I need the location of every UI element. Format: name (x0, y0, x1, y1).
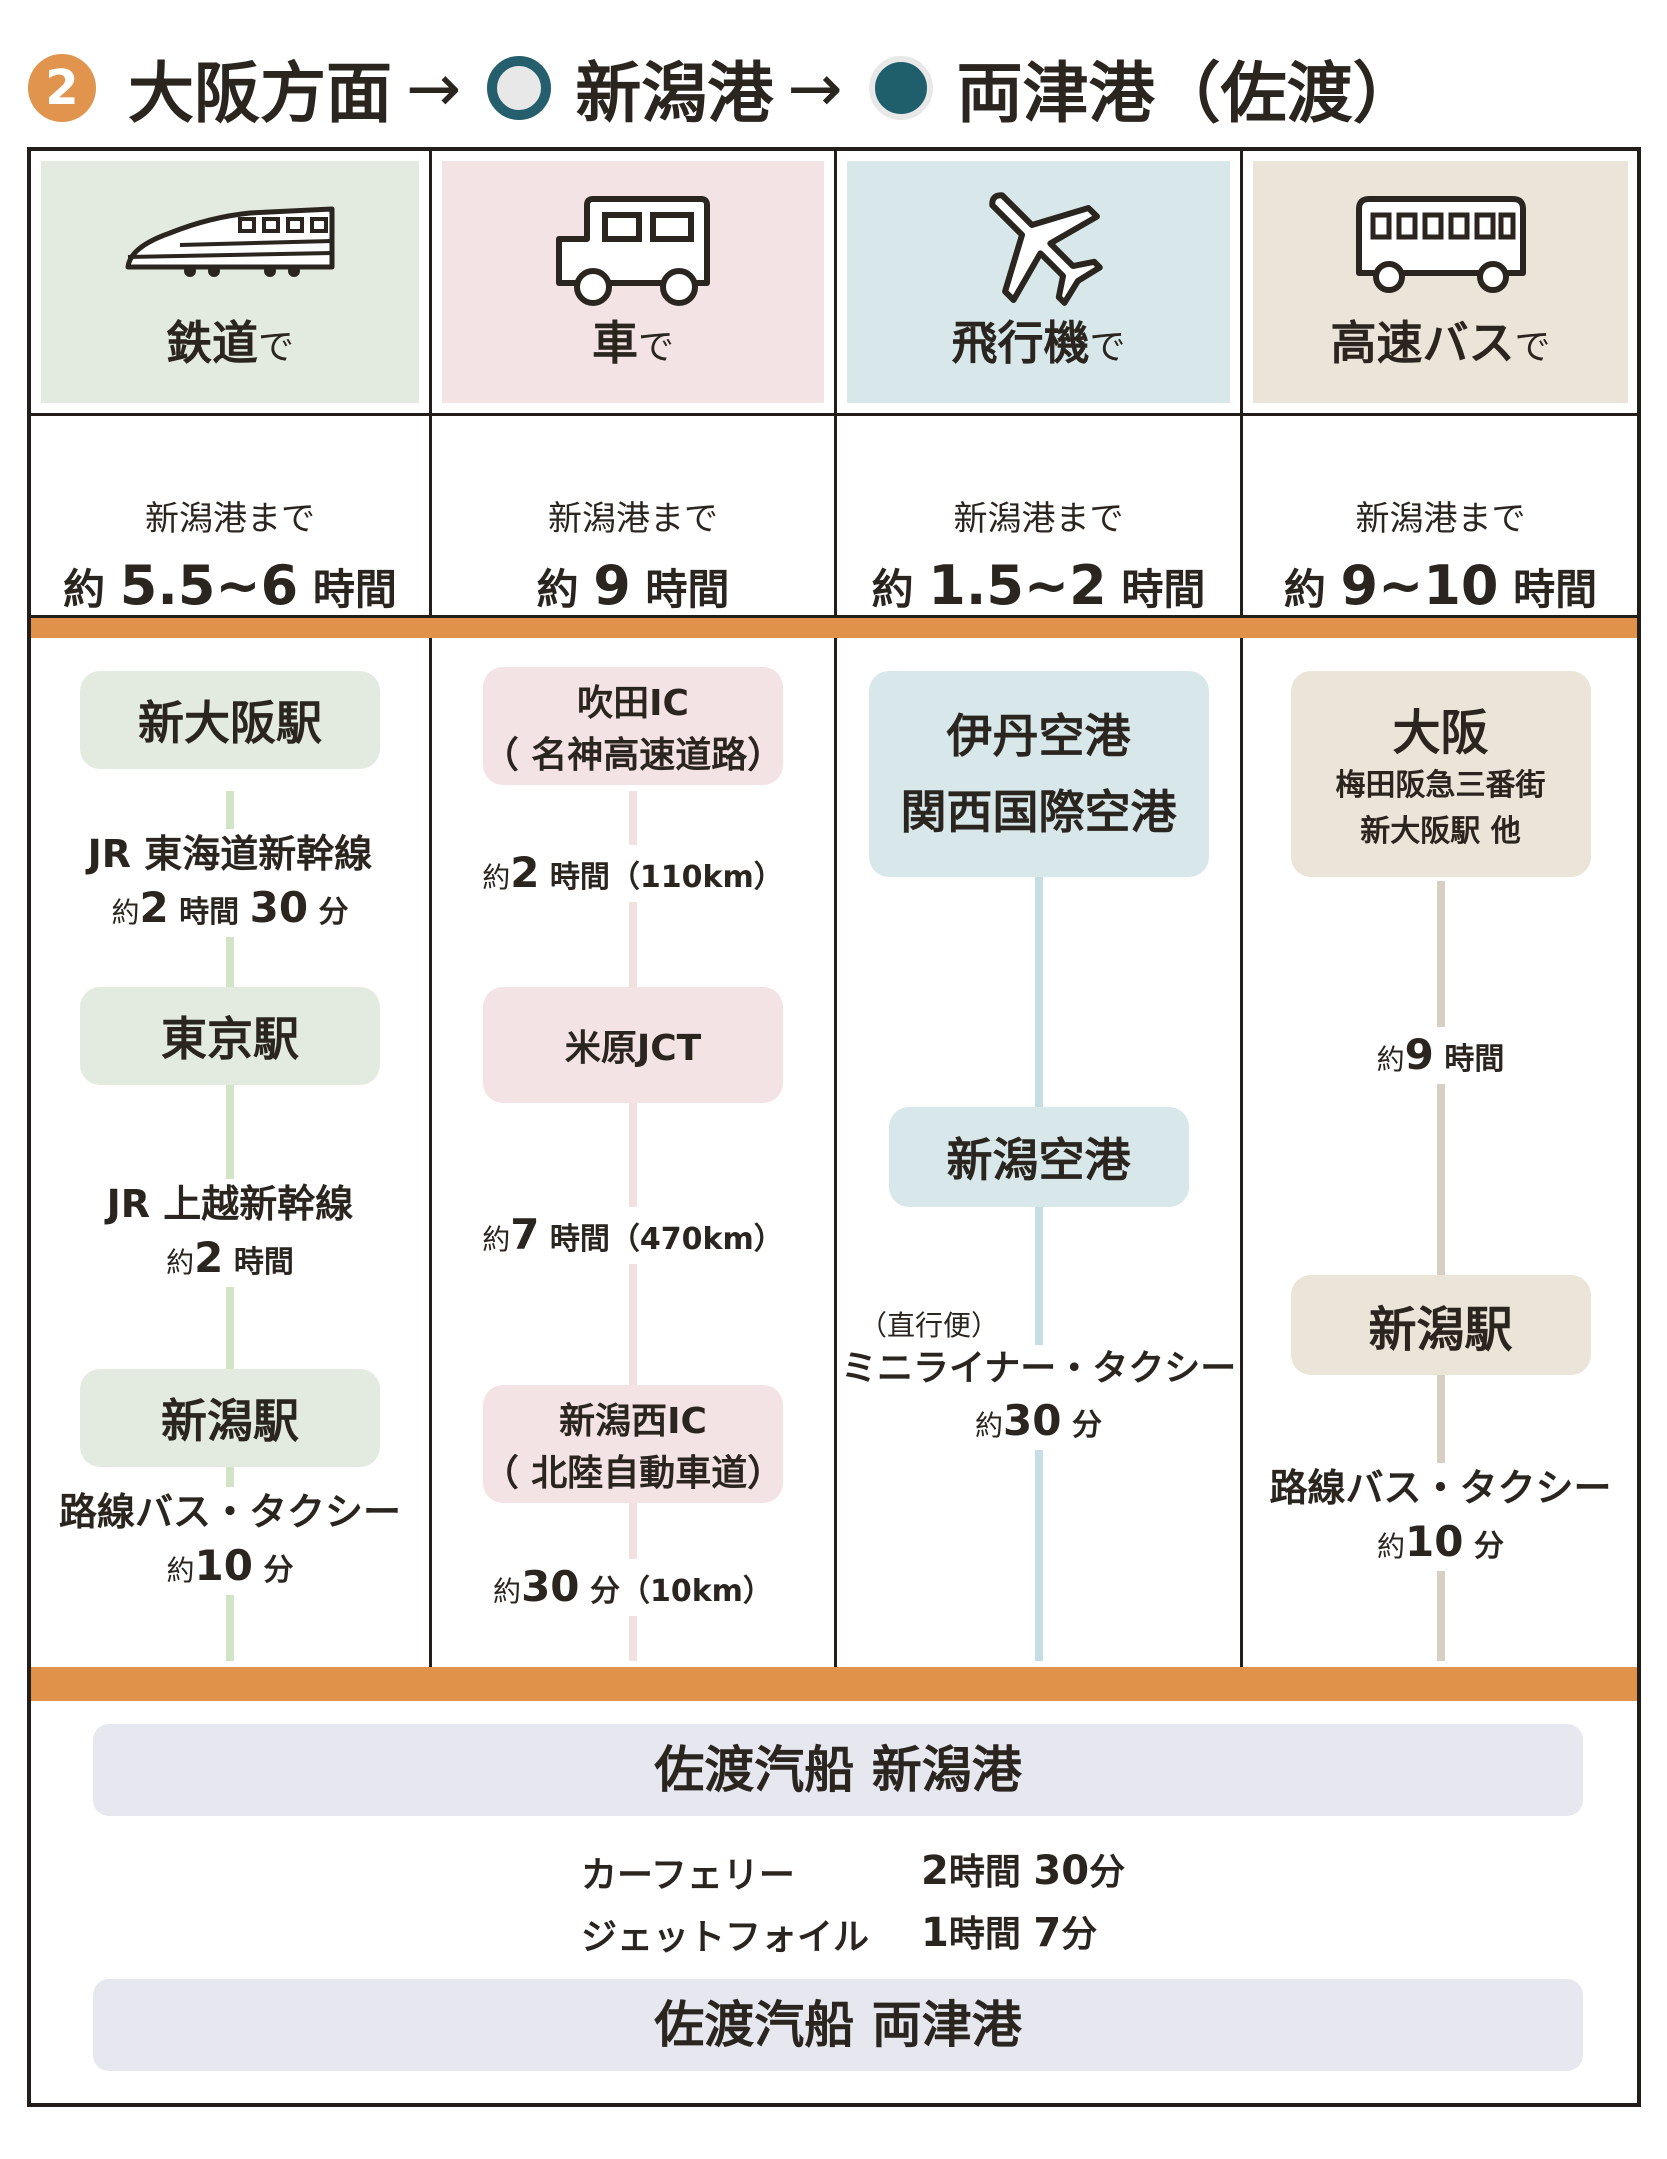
bus-label: 高速バスで (1330, 316, 1551, 370)
column-divider (429, 151, 432, 1667)
station-shin-osaka: 新大阪駅 (80, 671, 380, 769)
arrival-port: 佐渡汽船 両津港 (93, 1979, 1583, 2071)
route-table: 鉄道で 新潟港まで 約 5.5~6 時間 新大阪駅 JR 東海道新幹線 約2 時… (27, 147, 1641, 2107)
ferry-jetfoil-name: ジェットフォイル (581, 1917, 870, 1958)
car-label: 車で (591, 316, 674, 370)
segment-tokaido-shinkansen: JR 東海道新幹線 約2 時間 30 分 (31, 829, 429, 937)
car-summary: 新潟港まで 約 9 時間 (432, 447, 834, 643)
ferry-car-ferry-time: 2時間 30分 (921, 1848, 1126, 1894)
to-label: 新潟港まで (548, 499, 718, 539)
column-divider (834, 151, 837, 1667)
car-header: 車で (442, 161, 824, 403)
segment-highway-bus: 約9 時間 (1243, 1027, 1638, 1084)
ferry-jetfoil-time: 1時間 7分 (921, 1910, 1098, 1956)
station-osaka: 大阪 梅田阪急三番街 新大阪駅 他 (1290, 671, 1591, 877)
airplane-header: 飛行機で (847, 161, 1230, 403)
column-rail: 鉄道で 新潟港まで 約 5.5~6 時間 新大阪駅 JR 東海道新幹線 約2 時… (31, 151, 429, 1667)
airplane-summary: 新潟港まで 約 1.5~2 時間 (837, 447, 1240, 643)
station-suita-ic: 吹田IC （ 名神高速道路） (483, 667, 783, 785)
column-divider (1240, 151, 1243, 1667)
ferry-car-ferry-name: カーフェリー (581, 1855, 795, 1896)
route-track (1436, 881, 1445, 1661)
station-maibara-jct: 米原JCT (483, 987, 783, 1103)
segment-bus-taxi: 路線バス・タクシー 約10 分 (1243, 1463, 1638, 1571)
station-niigata: 新潟駅 (80, 1369, 380, 1467)
orange-band-bottom (31, 1667, 1637, 1701)
row-divider (31, 413, 1637, 416)
rail-summary: 新潟港まで 約 5.5~6 時間 (31, 447, 429, 643)
rail-total-duration: 約 5.5~6 時間 (63, 554, 397, 617)
segment-suita-maibara: 約2 時間（110km） (432, 845, 834, 902)
car-total-duration: 約 9 時間 (536, 554, 730, 617)
row-divider (31, 615, 1637, 618)
bus-total-duration: 約 9~10 時間 (1283, 554, 1598, 617)
airplane-label: 飛行機で (951, 316, 1126, 370)
page-title: 2 大阪方面 → 新潟港 → 両津港（佐渡） (28, 38, 1419, 138)
segment-to-port: 約30 分（10km） (432, 1559, 834, 1616)
bus-icon (1355, 196, 1526, 293)
airplane-total-duration: 約 1.5~2 時間 (871, 554, 1206, 617)
rail-label: 鉄道で (165, 316, 294, 370)
rail-header: 鉄道で (41, 161, 419, 403)
segment-maibara-niigata: 約7 時間（470km） (432, 1207, 834, 1264)
bus-header: 高速バスで (1253, 161, 1628, 403)
train-icon (125, 206, 335, 277)
car-icon (556, 196, 710, 306)
segment-joetsu-shinkansen: JR 上越新幹線 約2 時間 (31, 1179, 429, 1287)
column-airplane: 飛行機で 新潟港まで 約 1.5~2 時間 伊丹空港 関西国際空港 新潟空港 （… (837, 151, 1241, 1667)
orange-band-top (31, 618, 1637, 638)
title-origin: 大阪方面 (128, 55, 392, 132)
to-label: 新潟港まで (953, 499, 1124, 539)
departure-port: 佐渡汽船 新潟港 (93, 1724, 1583, 1816)
column-bus: 高速バスで 新潟港まで 約 9~10 時間 大阪 梅田阪急三番街 新大阪駅 他 … (1243, 151, 1638, 1667)
airplane-icon (988, 192, 1103, 306)
title-destination: 両津港（佐渡） (956, 55, 1419, 132)
to-label: 新潟港まで (1355, 499, 1526, 539)
segment-miniliner-taxi: （直行便） ミニライナー・タクシー 約30 分 (837, 1307, 1241, 1451)
step-number-badge: 2 (28, 54, 96, 122)
station-tokyo: 東京駅 (80, 987, 380, 1085)
column-car: 車で 新潟港まで 約 9 時間 吹田IC （ 名神高速道路） 約2 時間（110… (432, 151, 834, 1667)
station-niigata-airport: 新潟空港 (888, 1107, 1189, 1207)
to-label: 新潟港まで (145, 499, 315, 539)
segment-bus-taxi: 路線バス・タクシー 約10 分 (31, 1487, 429, 1595)
arrow-right-icon: → (787, 49, 843, 127)
destination-port-circle-icon (868, 56, 933, 120)
station-itami-kansai: 伊丹空港 関西国際空港 (868, 671, 1209, 877)
bus-summary: 新潟港まで 約 9~10 時間 (1243, 447, 1638, 643)
via-port-circle-icon (487, 56, 552, 120)
station-niigata-nishi-ic: 新潟西IC （ 北陸自動車道） (483, 1385, 783, 1503)
arrow-right-icon: → (406, 49, 462, 127)
station-niigata: 新潟駅 (1290, 1275, 1591, 1375)
route-track (1034, 871, 1043, 1661)
title-via: 新潟港 (575, 55, 774, 132)
